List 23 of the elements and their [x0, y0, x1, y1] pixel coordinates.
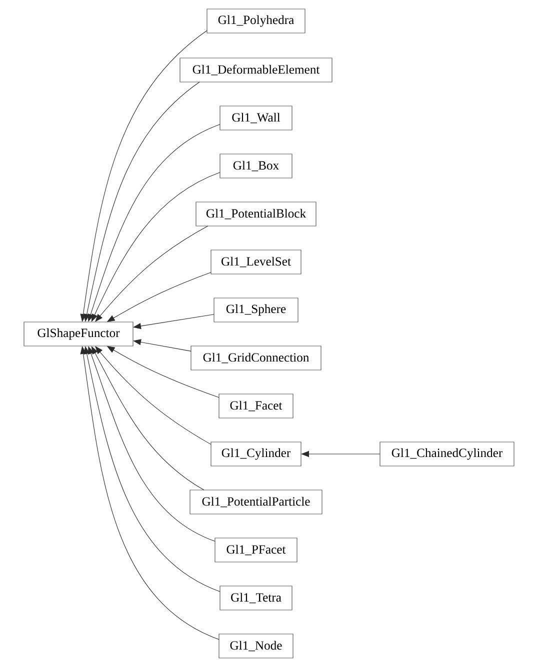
class-box: Gl1_GridConnection [190, 346, 322, 370]
class-box: Gl1_Tetra [220, 586, 292, 610]
class-box: Gl1_Box [220, 154, 292, 178]
class-box: Gl1_Cylinder [210, 442, 302, 466]
arrow [84, 82, 200, 322]
class-box: Gl1_Polyhedra [206, 8, 306, 34]
class-box: Gl1_Sphere [214, 298, 298, 322]
class-box: GlShapeFunctor [24, 322, 134, 346]
class-box: Gl1_ChainedCylinder [380, 442, 514, 466]
arrow [91, 346, 204, 490]
arrow [95, 346, 212, 445]
class-box: Gl1_PFacet [214, 538, 298, 562]
class-box: Gl1_PotentialBlock [196, 202, 316, 226]
arrow [88, 124, 220, 322]
class-box: Gl1_DeformableElement [180, 58, 332, 82]
class-box: Gl1_PotentialParticle [190, 490, 322, 514]
class-box: Gl1_Facet [218, 394, 294, 418]
class-box: Gl1_Wall [220, 106, 292, 130]
class-box: Gl1_Node [218, 634, 294, 658]
arrow [91, 172, 220, 322]
class-box: Gl1_LevelSet [210, 250, 302, 274]
arrow [95, 226, 208, 322]
arrow [88, 346, 216, 542]
